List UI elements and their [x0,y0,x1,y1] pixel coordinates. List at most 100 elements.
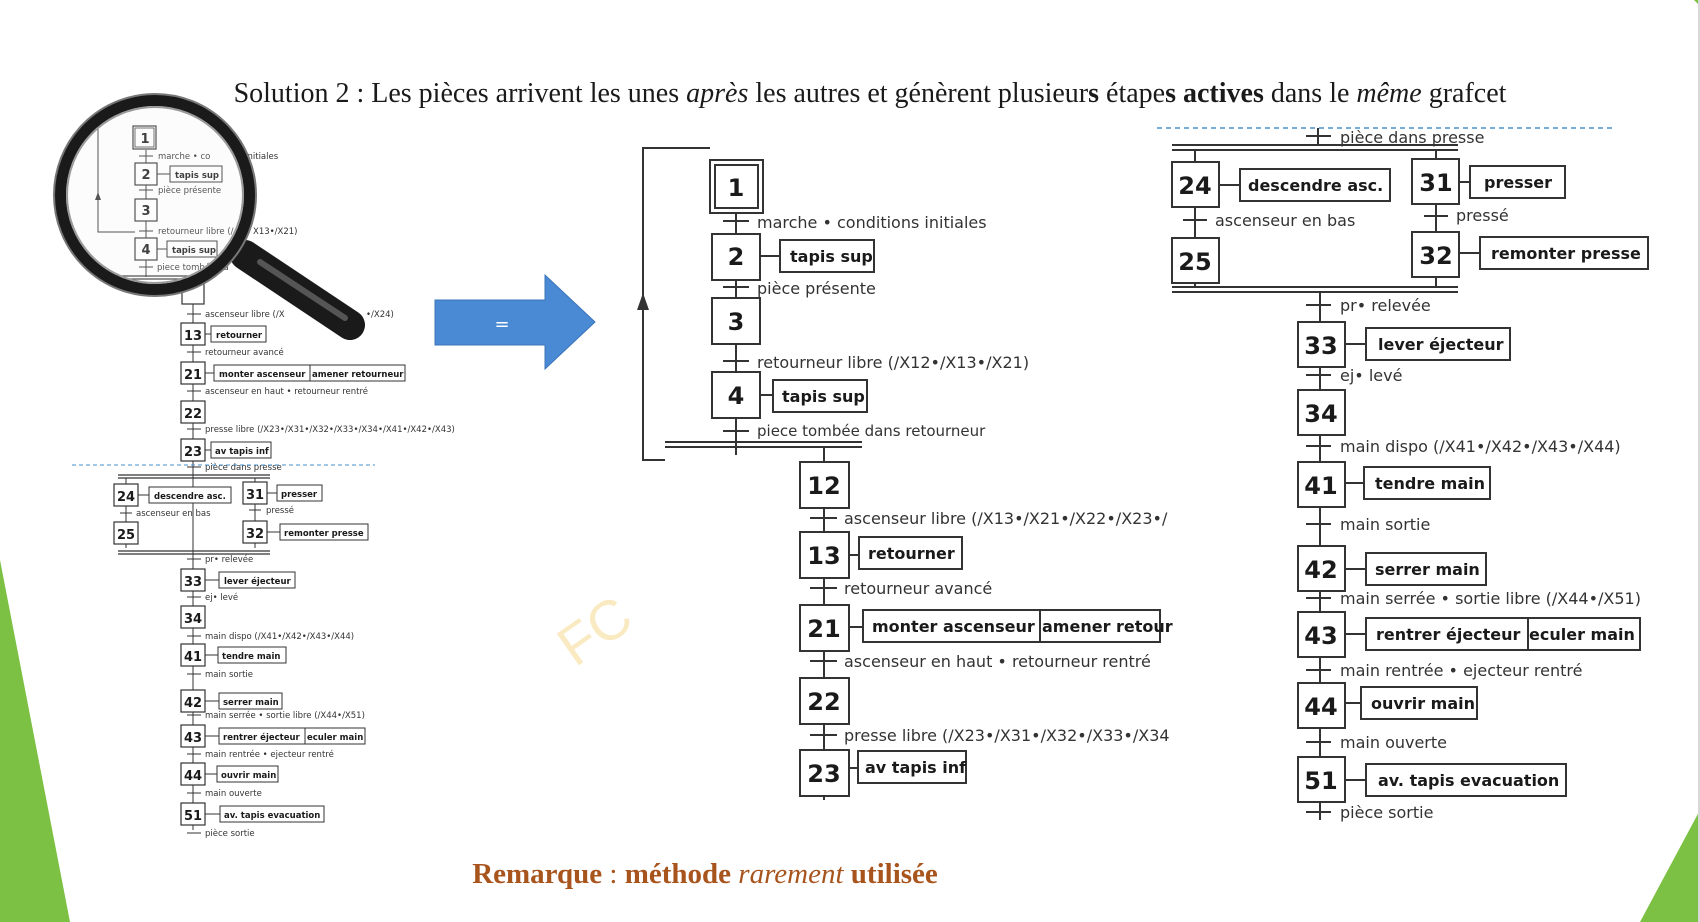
action-av-tapis-inf [857,750,967,784]
action-av-tapis-evacuation [1365,763,1567,797]
svg-text:21: 21 [184,368,202,383]
step-2: 2 [711,233,761,281]
svg-text:33: 33 [1304,332,1337,360]
svg-text:ej• levé: ej• levé [205,592,238,603]
svg-text:21: 21 [807,615,840,643]
svg-text:ouvrir main: ouvrir main [221,771,276,781]
svg-text:44: 44 [1304,693,1337,721]
svg-text:32: 32 [1419,242,1452,270]
action-ouvrir-main [1360,686,1478,720]
svg-text:22: 22 [807,688,840,716]
svg-text:tapis sup: tapis sup [790,247,873,266]
svg-text:pièce présente: pièce présente [158,185,221,196]
svg-text:lever éjecteur: lever éjecteur [1378,335,1504,354]
svg-text:monter ascenseur: monter ascenseur [219,370,306,380]
svg-text:presser: presser [1484,173,1552,192]
svg-text:presse libre (/X23•/X31•/X32•/: presse libre (/X23•/X31•/X32•/X33•/X34•/… [205,425,455,435]
svg-text:1: 1 [140,132,149,147]
step-31: 31 [1411,158,1460,205]
svg-text:43: 43 [184,731,202,746]
step-44: 44 [1297,682,1346,729]
step-25: 25 [1171,237,1220,284]
action-tendre-main [1363,466,1491,500]
step-34: 34 [1297,389,1346,436]
svg-text:ascenseur libre (/X: ascenseur libre (/X [205,310,285,320]
svg-text:retourneur avancé: retourneur avancé [844,579,992,598]
svg-text:1: 1 [728,174,745,202]
svg-text:pièce dans presse: pièce dans presse [1340,128,1484,147]
svg-text:pr• relevée: pr• relevée [1340,296,1431,315]
svg-text:22: 22 [184,407,202,422]
svg-text:main dispo (/X41•/X42•/X43•/X4: main dispo (/X41•/X42•/X43•/X44) [205,632,354,642]
svg-text:pièce sortie: pièce sortie [205,828,255,839]
step-4: 4 [711,371,761,419]
remark-text: Remarque : méthode rarement utilisée [472,858,938,890]
step-51: 51 [1297,756,1346,803]
svg-text:lever éjecteur: lever éjecteur [224,576,291,587]
svg-text:41: 41 [1304,472,1337,500]
action-reculer-main [1527,617,1641,651]
slide-title: Solution 2 : Les pièces arrivent les une… [233,78,1507,109]
svg-text:24: 24 [1178,172,1211,200]
transition-label: marche • conditions initiales [757,213,987,232]
grafcet-main: 1 marche • conditions initiales 2 tapis … [637,147,1173,800]
svg-text:23: 23 [807,760,840,788]
svg-text:remonter presse: remonter presse [284,529,364,539]
svg-text:amener retourneur: amener retourneur [312,370,404,380]
svg-text:31: 31 [246,488,264,503]
svg-text:25: 25 [117,528,135,543]
step-42: 42 [1297,545,1346,592]
step-22: 22 [799,677,850,725]
action-amener-retourneur [1039,609,1161,643]
svg-text:remonter presse: remonter presse [1491,244,1641,263]
svg-text:retourneur avancé: retourneur avancé [205,347,284,358]
svg-text:av. tapis evacuation: av. tapis evacuation [1378,771,1559,790]
svg-text:pièce dans presse: pièce dans presse [205,462,282,473]
svg-text:24: 24 [117,490,135,505]
svg-text:42: 42 [184,696,202,711]
svg-text:main ouverte: main ouverte [1340,733,1447,752]
svg-text:amener retour: amener retour [1042,617,1173,636]
svg-text:2: 2 [141,168,150,183]
svg-text:tapis sup: tapis sup [175,171,219,181]
svg-text:pressé: pressé [1456,206,1509,225]
svg-text:piece tombée da: piece tombée da [157,262,229,273]
svg-text:eculer main: eculer main [1529,625,1635,644]
step-21: 21 [799,604,850,652]
svg-text:•/X24): •/X24) [366,310,394,320]
svg-text:51: 51 [1304,767,1337,795]
svg-text:43: 43 [1304,622,1337,650]
svg-text:tapis sup: tapis sup [782,387,865,406]
svg-text:ascenseur en bas: ascenseur en bas [136,509,211,519]
svg-text:44: 44 [184,769,202,784]
grafcet-right: pièce dans presse 24 descendre asc. asce… [1157,127,1649,822]
step-23: 23 [799,749,850,797]
action-lever-ejecteur [1365,327,1511,361]
right-arrow-icon: = [434,273,596,371]
svg-text:31: 31 [1419,169,1452,197]
step-41: 41 [1297,461,1346,508]
svg-text:marche • co: marche • co [158,152,210,162]
svg-text:ej• levé: ej• levé [1340,366,1402,385]
svg-text:av tapis inf: av tapis inf [215,447,269,457]
svg-text:tapis sup: tapis sup [172,246,216,256]
svg-text:4: 4 [728,382,745,410]
svg-text:13: 13 [184,329,202,344]
svg-text:retourner: retourner [868,544,955,563]
step-24: 24 [1171,161,1220,208]
step-12: 12 [799,461,850,509]
svg-text:ascenseur en haut • retourneur: ascenseur en haut • retourneur rentré [205,386,368,397]
svg-text:main rentrée • ejecteur rentré: main rentrée • ejecteur rentré [205,749,334,760]
svg-text:main sortie: main sortie [1340,515,1430,534]
svg-text:descendre asc.: descendre asc. [1248,176,1383,195]
svg-text:main dispo (/X41•/X42•/X43•/X4: main dispo (/X41•/X42•/X43•/X44) [1340,437,1621,456]
action-tapis-sup-4 [772,379,868,413]
svg-text:23: 23 [184,445,202,460]
svg-text:ascenseur libre (/X13•/X21•/X2: ascenseur libre (/X13•/X21•/X22•/X23•/ [844,509,1168,528]
svg-text:main ouverte: main ouverte [205,789,262,799]
svg-text:pr• relevée: pr• relevée [205,554,253,565]
svg-text:eculer main: eculer main [307,733,363,743]
svg-text:s initiales: s initiales [238,152,279,162]
svg-text:13: 13 [807,542,840,570]
